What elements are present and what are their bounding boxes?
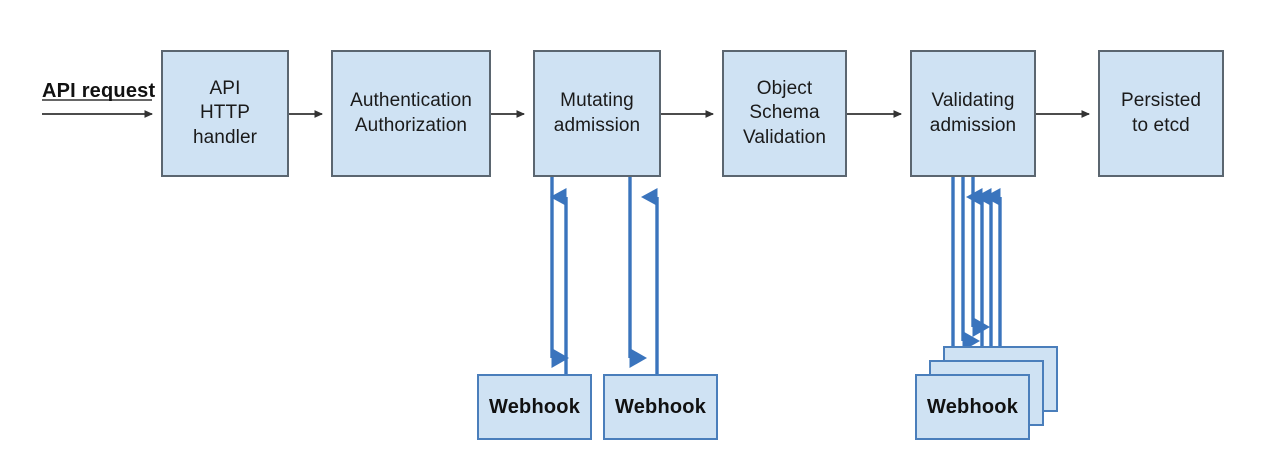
webhook-box-mutating-1[interactable]: Webhook [477,374,592,440]
node-persisted-to-etcd[interactable]: Persisted to etcd [1098,50,1224,177]
webhook-call-validating-2 [961,177,993,362]
node-validating-admission[interactable]: Validating admission [910,50,1036,177]
node-object-schema-validation[interactable]: Object Schema Validation [722,50,847,177]
webhook-call-mutating-1 [550,177,569,374]
webhook-call-mutating-2 [628,177,659,374]
webhook-call-validating-3 [971,177,1002,348]
webhook-box-mutating-2[interactable]: Webhook [603,374,718,440]
node-mutating-admission[interactable]: Mutating admission [533,50,661,177]
node-api-http-handler[interactable]: API HTTP handler [161,50,289,177]
entry-label: API request [42,80,156,102]
webhook-call-validating-1 [951,177,984,374]
node-authentication-authorization[interactable]: Authentication Authorization [331,50,491,177]
webhook-box-validating-front[interactable]: Webhook [915,374,1030,440]
